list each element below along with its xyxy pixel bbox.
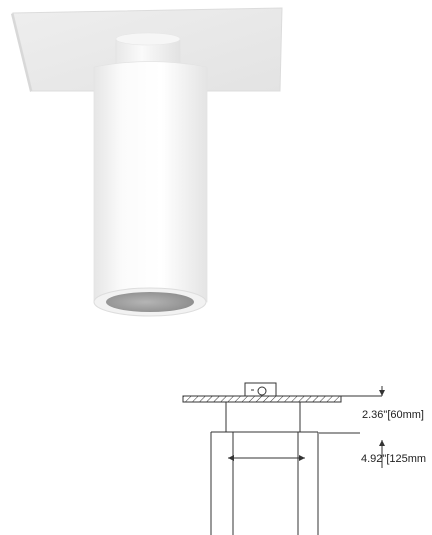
dimension-drawing: [182, 382, 383, 535]
aperture: [106, 292, 194, 312]
dimension-arrowheads: [228, 390, 385, 461]
width-dimension-label: 4.92"[125mm: [361, 453, 427, 465]
cylinder-body: [93, 61, 208, 303]
mounting-plate-edge: [11, 13, 32, 92]
height-dimension-label: 2.36"[60mm]: [362, 409, 424, 421]
